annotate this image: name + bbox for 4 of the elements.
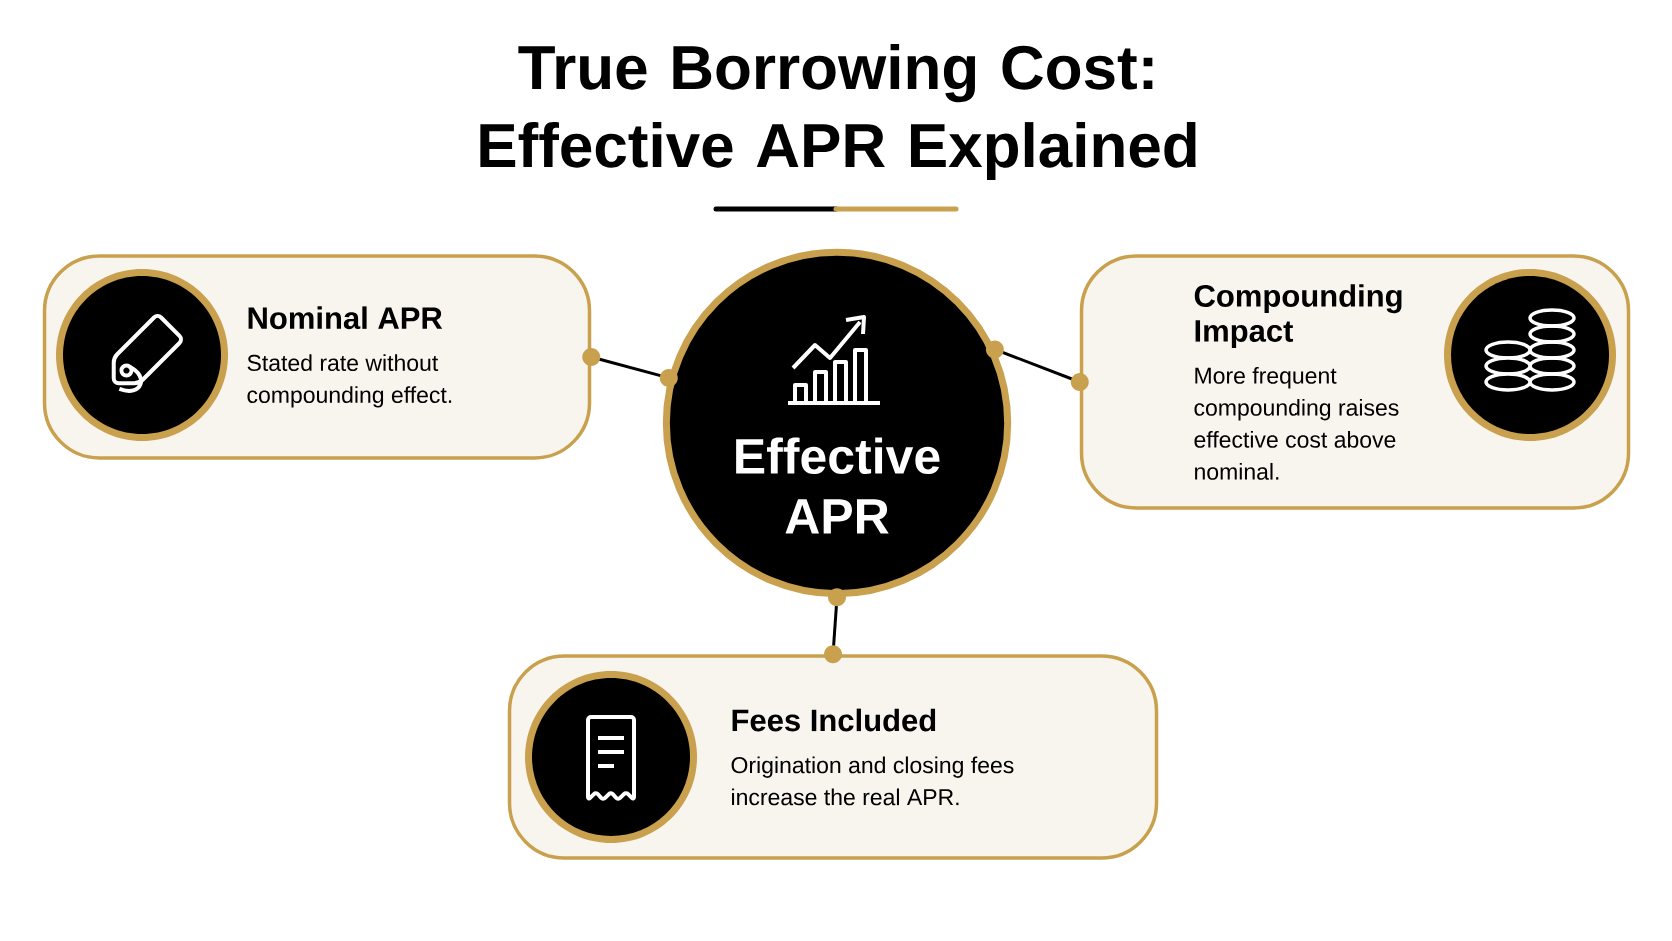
- connector: [985, 340, 1089, 391]
- title: True Borrowing Cost: Effective APR Explained: [480, 44, 1196, 180]
- connector: [824, 588, 846, 664]
- connector: [582, 348, 678, 387]
